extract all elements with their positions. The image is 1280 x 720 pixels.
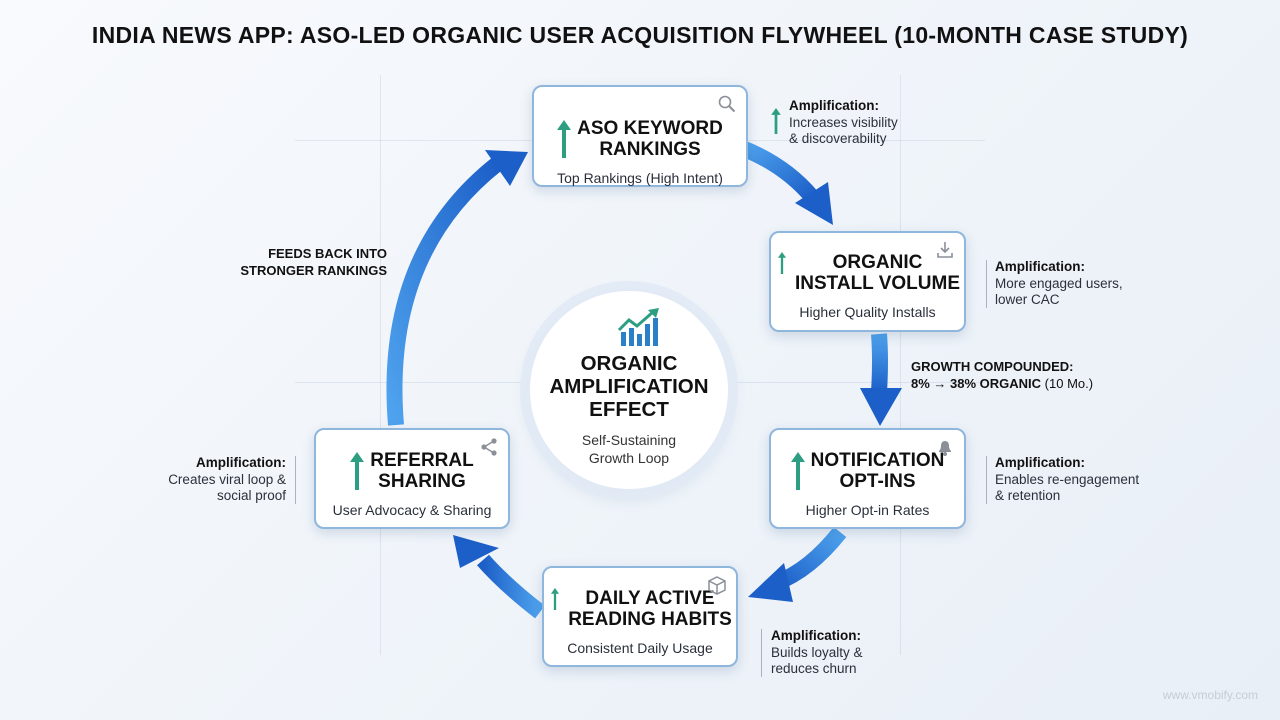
- amplification-text: reduces churn: [771, 661, 857, 676]
- grid-line: [380, 75, 381, 655]
- growth-value: 8% → 38% ORGANIC: [911, 376, 1042, 391]
- node-title: DAILY ACTIVE READING HABITS: [544, 588, 736, 630]
- amplification-referral: Amplification: Creates viral loop & soci…: [140, 455, 286, 505]
- amplification-text: Creates viral loop &: [168, 471, 286, 487]
- title-line: AMPLIFICATION: [549, 375, 709, 398]
- amplification-text: & retention: [995, 488, 1061, 503]
- amplification-install: Amplification: More engaged users, lower…: [995, 259, 1123, 309]
- growth-compounded-note: GROWTH COMPOUNDED: 8% → 38% ORGANIC (10 …: [911, 358, 1093, 392]
- page-title: INDIA NEWS APP: ASO-LED ORGANIC USER ACQ…: [91, 22, 1189, 48]
- growth-chart-icon: [617, 308, 659, 346]
- node-notification-opt-ins: NOTIFICATION OPT-INS Higher Opt-in Rates: [769, 428, 966, 529]
- title-line: INSTALL VOLUME: [794, 273, 961, 294]
- up-arrow-icon: [771, 108, 781, 134]
- divider: [986, 456, 987, 504]
- up-arrow-icon: [551, 588, 560, 610]
- arrow-install-to-notification: [860, 333, 902, 426]
- up-arrow-icon: [350, 452, 365, 490]
- title-line: ORGANIC: [580, 352, 678, 375]
- box-icon: [708, 576, 726, 595]
- arrow-aso-to-install: [738, 140, 833, 225]
- growth-value-line: 8% → 38% ORGANIC (10 Mo.): [911, 375, 1093, 392]
- grid-line: [900, 75, 901, 655]
- amplification-label: Amplification:: [789, 98, 879, 113]
- node-aso-keyword-rankings: ASO KEYWORD RANKINGS Top Rankings (High …: [532, 85, 748, 187]
- amplification-text: More engaged users,: [995, 275, 1123, 291]
- divider: [986, 260, 987, 308]
- title-line: DAILY ACTIVE: [585, 588, 715, 609]
- node-subtitle: Higher Quality Installs: [799, 304, 936, 320]
- node-subtitle: Consistent Daily Usage: [567, 640, 713, 656]
- title-line: ORGANIC: [832, 252, 923, 273]
- title-line: SHARING: [378, 471, 466, 492]
- arrow-referral-to-aso: [386, 150, 528, 426]
- title-line: ASO KEYWORD: [577, 118, 723, 139]
- arrow-notification-to-daily: [748, 526, 847, 602]
- note-line: STRONGER RANKINGS: [240, 263, 387, 278]
- amplification-daily: Amplification: Builds loyalty & reduces …: [771, 628, 863, 678]
- amplification-label: Amplification:: [995, 259, 1085, 274]
- title-line: OPT-INS: [839, 471, 916, 492]
- node-daily-active-reading-habits: DAILY ACTIVE READING HABITS Consistent D…: [542, 566, 738, 667]
- feedback-note: FEEDS BACK INTO STRONGER RANKINGS: [220, 245, 387, 279]
- title-line: RANKINGS: [599, 139, 701, 160]
- node-title: NOTIFICATION OPT-INS: [771, 450, 964, 492]
- node-referral-sharing: REFERRAL SHARING User Advocacy & Sharing: [314, 428, 510, 529]
- node-subtitle: User Advocacy & Sharing: [332, 502, 492, 518]
- up-arrow-icon: [790, 452, 805, 490]
- node-title: ASO KEYWORD RANKINGS: [534, 118, 746, 160]
- search-icon: [718, 95, 736, 113]
- up-arrow-icon: [777, 252, 787, 274]
- center-title: ORGANIC AMPLIFICATION EFFECT: [530, 352, 728, 421]
- amplification-text: Builds loyalty &: [771, 644, 863, 660]
- node-title: REFERRAL SHARING: [316, 450, 508, 492]
- node-subtitle: Top Rankings (High Intent): [557, 170, 723, 186]
- node-organic-install-volume: ORGANIC INSTALL VOLUME Higher Quality In…: [769, 231, 966, 332]
- amplification-text: Increases visibility: [789, 114, 898, 130]
- divider: [761, 629, 762, 677]
- title-line: EFFECT: [589, 398, 669, 421]
- amplification-label: Amplification:: [995, 455, 1085, 470]
- share-icon: [481, 438, 497, 456]
- node-subtitle: Higher Opt-in Rates: [805, 502, 930, 518]
- amplification-notification: Amplification: Enables re-engagement & r…: [995, 455, 1139, 505]
- subtitle-line: Self-Sustaining: [581, 432, 677, 448]
- note-line: FEEDS BACK INTO: [268, 246, 387, 261]
- divider: [295, 456, 296, 504]
- growth-label: GROWTH COMPOUNDED:: [911, 359, 1074, 374]
- amplification-text: social proof: [216, 488, 286, 503]
- amplification-aso: Amplification: Increases visibility & di…: [771, 98, 898, 148]
- amplification-text: Enables re-engagement: [995, 471, 1140, 487]
- subtitle-line: Growth Loop: [588, 450, 670, 466]
- arrow-daily-to-referral: [453, 535, 545, 619]
- amplification-label: Amplification:: [771, 628, 861, 643]
- up-arrow-icon: [557, 120, 572, 158]
- center-organic-amplification: ORGANIC AMPLIFICATION EFFECT Self-Sustai…: [530, 291, 728, 489]
- growth-period: (10 Mo.): [1044, 376, 1094, 391]
- center-subtitle: Self-Sustaining Growth Loop: [530, 431, 728, 467]
- amplification-label: Amplification:: [196, 455, 286, 470]
- amplification-text: lower CAC: [995, 292, 1060, 307]
- amplification-text: & discoverability: [789, 131, 887, 146]
- title-line: NOTIFICATION: [810, 450, 945, 471]
- title-line: READING HABITS: [568, 609, 732, 630]
- node-title: ORGANIC INSTALL VOLUME: [771, 252, 964, 294]
- title-line: REFERRAL: [370, 450, 474, 471]
- watermark: www.vmobify.com: [1162, 688, 1258, 702]
- bell-icon: [939, 441, 951, 456]
- download-icon: [937, 242, 953, 258]
